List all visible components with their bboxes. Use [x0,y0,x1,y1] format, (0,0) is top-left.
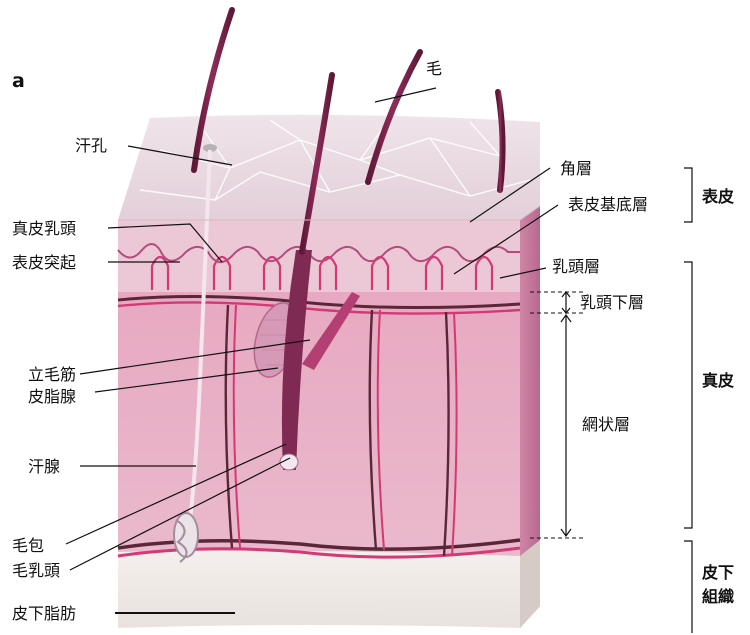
bracket-epidermis [684,168,692,222]
label-stratum-corneum: 角層 [560,159,592,178]
label-sweat-gland: 汗腺 [28,457,60,476]
label-hair-follicle: 毛包 [12,536,44,555]
bracket-subcutis [684,541,692,633]
label-sebaceous-gland: 皮脂腺 [28,387,76,406]
skin-block [118,10,540,628]
region-dermis: 真皮 [702,371,734,390]
region-subcutis-1: 皮下 [701,563,734,582]
label-papillary-layer: 乳頭層 [552,257,600,276]
subcutaneous-fat-region [118,551,520,628]
region-subcutis-2: 組織 [702,587,734,606]
label-basal-layer: 表皮基底層 [568,195,648,214]
leader-hair [375,88,436,102]
label-arrector-pili: 立毛筋 [28,365,76,384]
label-epidermal-ridge: 表皮突起 [12,253,76,272]
label-subcutaneous-fat: 皮下脂肪 [12,604,76,623]
label-hair: 毛 [426,59,442,78]
label-dermal-papilla: 真皮乳頭 [12,219,76,238]
label-sweat-pore: 汗孔 [75,136,107,155]
region-epidermis: 表皮 [701,187,734,206]
label-hair-papilla: 毛乳頭 [12,561,60,580]
bracket-dermis [684,262,692,528]
panel-letter: a [12,70,25,92]
label-subpapillary-layer: 乳頭下層 [580,293,644,312]
label-reticular-layer: 網状層 [582,415,630,434]
